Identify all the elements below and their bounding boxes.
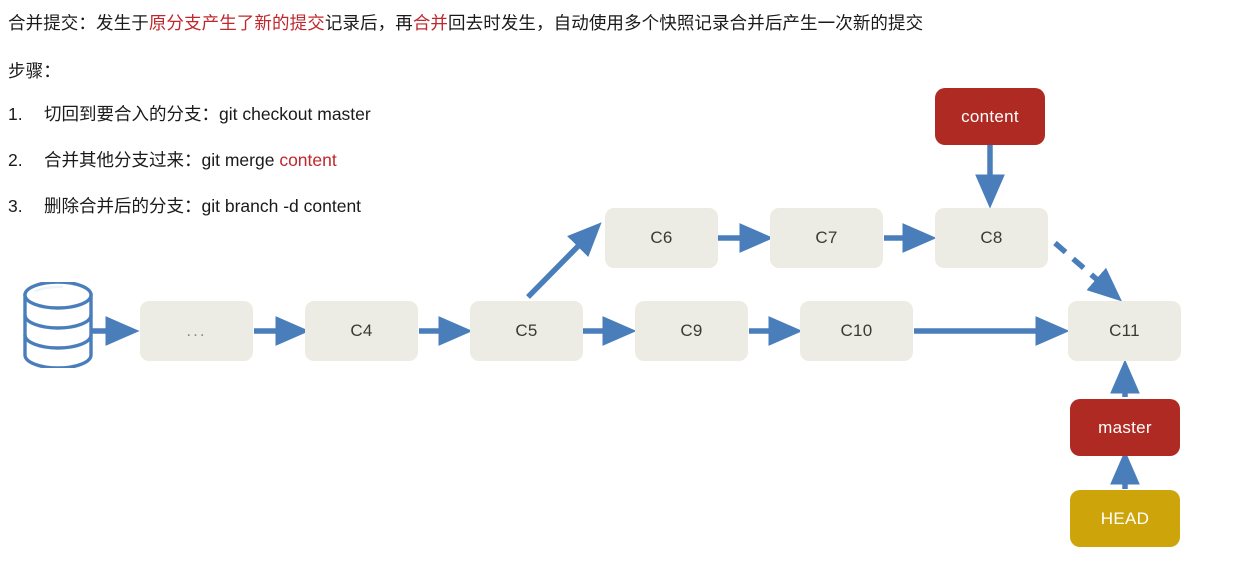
lead-segment-5: 回去时发生，自动使用多个快照记录合并后产生一次新的提交 (448, 13, 924, 33)
list-item: 3. 删除合并后的分支：git branch -d content (8, 195, 371, 241)
list-item-text: 删除合并后的分支：git branch -d content (44, 195, 361, 218)
list-item-number: 3. (8, 196, 23, 216)
head-pointer-label[interactable]: HEAD (1070, 490, 1180, 547)
lead-segment-0: 合并提交：发生于 (8, 13, 149, 33)
list-item-command: git merge (201, 150, 280, 170)
lead-paragraph: 合并提交：发生于原分支产生了新的提交记录后，再合并回去时发生，自动使用多个快照记… (8, 9, 923, 37)
database-cylinder-icon (23, 282, 93, 368)
branch-label-content[interactable]: content (935, 88, 1045, 145)
steps-heading: 步骤： (8, 61, 61, 81)
list-item-label: 删除合并后的分支： (44, 196, 202, 216)
edge-c8-c11-dashed (1053, 240, 1122, 302)
list-item: 2. 合并其他分支过来：git merge content (8, 149, 371, 195)
edge-c5-c6 (526, 222, 602, 299)
lead-segment-4: 合并 (412, 13, 449, 33)
commit-node-c4[interactable]: C4 (305, 301, 418, 361)
list-item-label: 切回到要合入的分支： (44, 104, 219, 124)
list-item-command-highlight: content (279, 150, 337, 170)
list-item-number: 2. (8, 150, 23, 170)
list-item-text: 切回到要合入的分支：git checkout master (44, 103, 371, 126)
commit-node-c10[interactable]: C10 (800, 301, 913, 361)
commit-node-c11[interactable]: C11 (1068, 301, 1181, 361)
list-item-command: git branch -d content (201, 196, 362, 216)
list-item: 1. 切回到要合入的分支：git checkout master (8, 103, 371, 149)
steps-list: 1. 切回到要合入的分支：git checkout master 2. 合并其他… (8, 103, 371, 241)
commit-node-ellipsis[interactable]: ... (140, 301, 253, 361)
commit-node-c7[interactable]: C7 (770, 208, 883, 268)
lead-segment-2: 新的提交 (254, 13, 325, 33)
commit-node-c9[interactable]: C9 (635, 301, 748, 361)
lead-segment-1: 原分支产生了 (148, 13, 255, 33)
commit-node-c5[interactable]: C5 (470, 301, 583, 361)
branch-label-master[interactable]: master (1070, 399, 1180, 456)
list-item-text: 合并其他分支过来：git merge content (44, 149, 337, 172)
commit-node-c8[interactable]: C8 (935, 208, 1048, 268)
list-item-command: git checkout master (219, 104, 371, 124)
lead-segment-3: 记录后，再 (324, 13, 413, 33)
list-item-label: 合并其他分支过来： (44, 150, 202, 170)
list-item-number: 1. (8, 104, 23, 124)
commit-node-c6[interactable]: C6 (605, 208, 718, 268)
